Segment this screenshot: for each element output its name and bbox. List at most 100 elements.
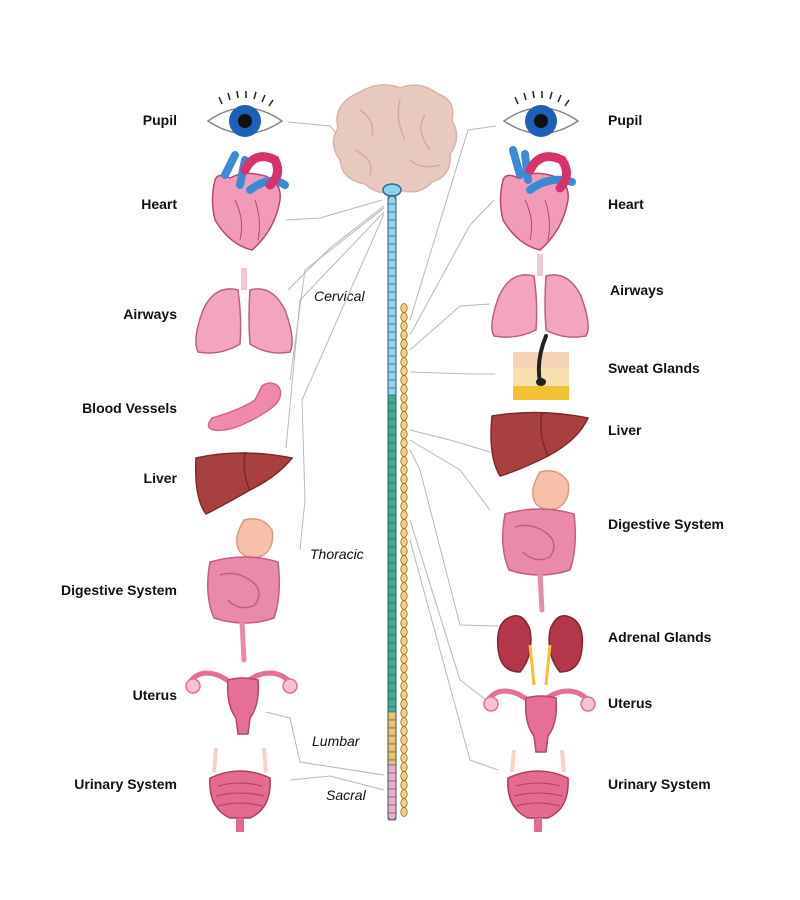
- spine-segment-cervical: [387, 331, 397, 341]
- left-lungs-icon: [195, 268, 293, 354]
- right-label-pupil: Pupil: [608, 112, 643, 128]
- sympathetic-ganglion: [400, 465, 408, 475]
- spine-segment-cervical: [387, 259, 397, 269]
- spine-segment-sacral: [387, 780, 397, 790]
- spine-segment-cervical: [387, 251, 397, 261]
- spine-segment-lumbar: [387, 719, 397, 729]
- left-bladder-icon: [209, 747, 271, 832]
- right-digestive-icon: [502, 470, 577, 613]
- brain-icon: [332, 84, 458, 197]
- sympathetic-ganglion: [400, 690, 408, 700]
- spine-segment-sacral: [387, 772, 397, 782]
- right-heart-icon: [499, 146, 576, 251]
- right-label-digestive-system: Digestive System: [608, 516, 724, 532]
- sympathetic-ganglion: [400, 447, 408, 457]
- spine-segment-thoracic: [387, 634, 397, 644]
- spine-segment-sacral: [387, 764, 397, 774]
- spine-segment-thoracic: [387, 418, 397, 428]
- spine-segment-lumbar: [387, 727, 397, 737]
- sympathetic-ganglion: [400, 636, 408, 646]
- spine-segment-cervical: [387, 363, 397, 373]
- spine-segment-cervical: [387, 379, 397, 389]
- spine-segment-sacral: [387, 804, 397, 814]
- sympathetic-ganglion: [400, 609, 408, 619]
- sympathetic-ganglion: [400, 501, 408, 511]
- sympathetic-ganglion: [400, 393, 408, 403]
- spine-segment-cervical: [387, 283, 397, 293]
- region-label-lumbar: Lumbar: [312, 733, 360, 749]
- sympathetic-ganglion: [400, 519, 408, 529]
- spine-segment-thoracic: [387, 546, 397, 556]
- sympathetic-ganglion: [400, 339, 408, 349]
- spine-segment-cervical: [387, 339, 397, 349]
- spine-segment-thoracic: [387, 650, 397, 660]
- sympathetic-ganglion: [400, 330, 408, 340]
- spine-segment-thoracic: [387, 530, 397, 540]
- sympathetic-ganglion: [400, 312, 408, 322]
- left-label-blood-vessels: Blood Vessels: [82, 400, 177, 416]
- spine-segment-cervical: [387, 299, 397, 309]
- spine-segment-thoracic: [387, 490, 397, 500]
- sympathetic-ganglion: [400, 537, 408, 547]
- spine-outline: [387, 195, 397, 821]
- spine-segment-thoracic: [387, 674, 397, 684]
- right-lungs-icon: [491, 254, 589, 338]
- sympathetic-ganglion: [400, 402, 408, 412]
- sympathetic-ganglion: [400, 303, 408, 313]
- left-label-liver: Liver: [143, 470, 177, 486]
- spine-segment-cervical: [387, 243, 397, 253]
- sympathetic-ganglion: [400, 483, 408, 493]
- right-label-heart: Heart: [608, 196, 644, 212]
- spine-segment-cervical: [387, 355, 397, 365]
- spine-segment-cervical: [387, 211, 397, 221]
- left-digestive-icon: [207, 518, 281, 663]
- spine-segment-lumbar: [387, 759, 397, 766]
- right-uterus-icon: [483, 688, 596, 753]
- spine-segment-thoracic: [387, 426, 397, 436]
- spine-segment-cervical: [387, 315, 397, 325]
- spine-segment-thoracic: [387, 562, 397, 572]
- spine-segment-thoracic: [387, 450, 397, 460]
- sympathetic-ganglion: [400, 726, 408, 736]
- spine-segment-thoracic: [387, 466, 397, 476]
- spine-segment-cervical: [387, 307, 397, 317]
- spine-segment-thoracic: [387, 618, 397, 628]
- spine-segment-thoracic: [387, 402, 397, 412]
- sympathetic-ganglion: [400, 645, 408, 655]
- spine-segment-thoracic: [387, 442, 397, 452]
- spine-segment-thoracic: [387, 642, 397, 652]
- sympathetic-ganglion: [400, 528, 408, 538]
- left-blood-vessel-icon: [207, 382, 282, 432]
- sympathetic-ganglion: [400, 600, 408, 610]
- sympathetic-ganglion: [400, 753, 408, 763]
- sympathetic-ganglion: [400, 708, 408, 718]
- left-label-digestive-system: Digestive System: [61, 582, 177, 598]
- spine-segment-thoracic: [387, 474, 397, 484]
- spine-segment-thoracic: [387, 394, 397, 404]
- sympathetic-ganglion: [400, 321, 408, 331]
- left-heart-icon: [211, 151, 289, 251]
- sympathetic-ganglion: [400, 384, 408, 394]
- spine-segment-cervical: [387, 387, 397, 396]
- spine-segment-lumbar: [387, 711, 397, 721]
- spine-segment-thoracic: [387, 698, 397, 708]
- spine-segment-cervical: [387, 275, 397, 285]
- spine-segment-thoracic: [387, 658, 397, 668]
- sympathetic-ganglion: [400, 663, 408, 673]
- spine-segment-thoracic: [387, 666, 397, 676]
- left-eye-icon: [206, 90, 284, 137]
- right-liver-icon: [490, 411, 590, 477]
- spine-segment-thoracic: [387, 602, 397, 612]
- spine-segment-thoracic: [387, 690, 397, 700]
- spine-segment-thoracic: [387, 514, 397, 524]
- sympathetic-ganglion: [400, 357, 408, 367]
- sympathetic-ganglion: [400, 627, 408, 637]
- sympathetic-ganglion: [400, 510, 408, 520]
- sympathetic-ganglion: [400, 771, 408, 781]
- left-label-pupil: Pupil: [142, 112, 177, 128]
- sympathetic-ganglion: [400, 555, 408, 565]
- spine-segment-thoracic: [387, 594, 397, 604]
- left-label-urinary-system: Urinary System: [74, 776, 177, 792]
- spine-segment-cervical: [387, 203, 397, 213]
